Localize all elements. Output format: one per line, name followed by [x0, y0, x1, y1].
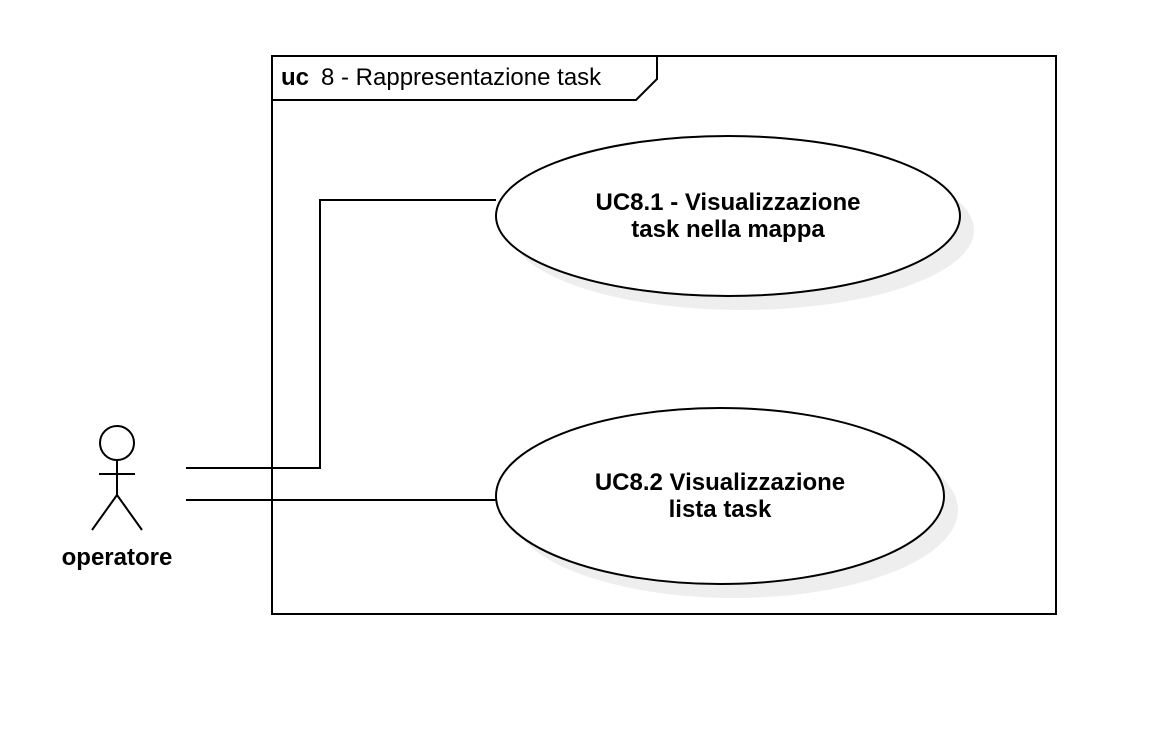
use-case-ellipse[interactable]	[495, 135, 961, 297]
use-case-uc8-1[interactable]: UC8.1 - Visualizzazione task nella mappa	[495, 135, 974, 310]
use-case-label-line2: lista task	[669, 496, 772, 523]
system-frame: uc 8 - Rappresentazione task	[271, 55, 1057, 615]
actor-operatore[interactable]: operatore	[62, 425, 173, 571]
use-case-label-line1: UC8.1 - Visualizzazione	[596, 189, 861, 216]
use-case-label-line2: task nella mappa	[631, 216, 825, 243]
actor-label: operatore	[62, 544, 173, 571]
associations	[186, 199, 496, 501]
use-case-label-line1: UC8.2 Visualizzazione	[595, 469, 845, 496]
use-case-uc8-2[interactable]: UC8.2 Visualizzazione lista task	[495, 407, 958, 598]
frame-title: 8 - Rappresentazione task	[321, 64, 602, 91]
frame-border	[271, 55, 1057, 615]
frame-title-tab	[272, 56, 658, 101]
association-line-uc8-1[interactable]	[186, 199, 496, 469]
stick-figure-icon	[91, 425, 143, 531]
use-case-ellipse[interactable]	[495, 407, 945, 585]
frame-keyword: uc	[281, 64, 309, 91]
